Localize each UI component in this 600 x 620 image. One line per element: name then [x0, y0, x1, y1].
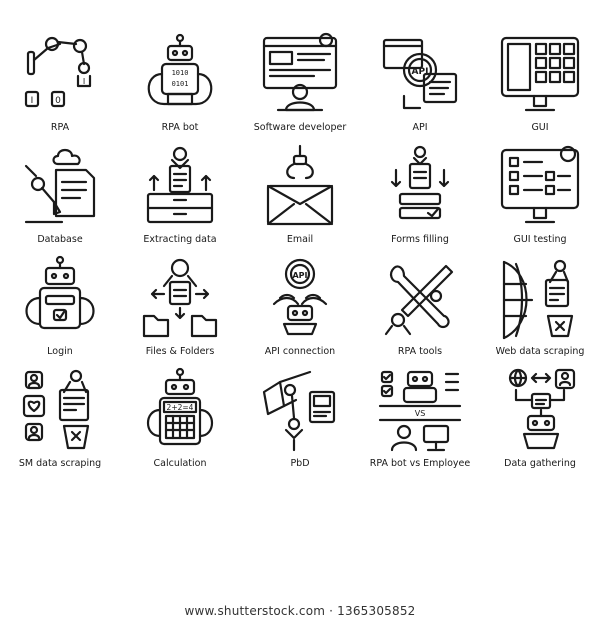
rpa-tools-icon — [384, 264, 454, 336]
icon-cell-login: Login — [0, 254, 120, 366]
rpa-bot-code-1: 1010 — [172, 69, 189, 77]
icon-label: RPA tools — [397, 346, 443, 357]
files-folders-icon — [142, 258, 218, 338]
icon-label: GUI — [531, 122, 549, 133]
icon-label: Extracting data — [143, 234, 217, 245]
rpa-bot-code-2: 0101 — [172, 80, 189, 88]
icon-label: Database — [37, 234, 83, 245]
api-icon: API — [382, 38, 458, 110]
icon-label: Calculation — [153, 458, 207, 469]
rpa-right-digit: I — [83, 77, 85, 86]
icon-label: RPA bot — [161, 122, 199, 133]
icon-cell-software-developer: Software developer — [240, 30, 360, 142]
icon-grid: I 0 I RPA 1010 0101 RPA bot — [0, 30, 600, 478]
icon-cell-database: Database — [0, 142, 120, 254]
rpa-bot-vs-employee-icon: VS — [378, 370, 462, 452]
icon-cell-extracting-data: Extracting data — [120, 142, 240, 254]
footer-bar — [0, 597, 600, 620]
icon-label: PbD — [290, 458, 310, 469]
api-connection-icon: API — [272, 258, 328, 336]
icon-label: SM data scraping — [18, 458, 102, 469]
login-icon — [25, 255, 95, 330]
extracting-data-icon — [146, 146, 214, 224]
api-badge-text: API — [412, 67, 429, 77]
icon-cell-api-connection: API API connection — [240, 254, 360, 366]
data-gathering-icon — [508, 368, 576, 450]
icon-cell-gui: GUI — [480, 30, 600, 142]
calculation-text: 2+2=4 — [167, 403, 194, 412]
icon-cell-email: Email — [240, 142, 360, 254]
icon-cell-data-gathering: Data gathering — [480, 366, 600, 478]
icon-cell-sm-data-scraping: SM data scraping — [0, 366, 120, 478]
software-developer-icon — [262, 32, 338, 112]
icon-cell-rpa: I 0 I RPA — [0, 30, 120, 142]
email-icon — [266, 144, 334, 226]
icon-label: Web data scraping — [495, 346, 585, 357]
icon-label: Login — [47, 346, 73, 357]
robot-arm-icon: I 0 I — [24, 36, 92, 108]
icon-cell-rpa-bot-vs-employee: VS RPA bot vs Employee — [360, 366, 480, 478]
icon-label: API — [412, 122, 428, 133]
rpa-left-digit: I — [31, 96, 34, 106]
web-data-scraping-icon — [502, 259, 574, 340]
forms-filling-icon — [390, 145, 450, 220]
icon-label: GUI testing — [513, 234, 567, 245]
gui-testing-icon — [500, 145, 580, 224]
icon-label: Data gathering — [504, 458, 576, 469]
database-icon — [24, 148, 96, 224]
icon-cell-forms-filling: Forms filling — [360, 142, 480, 254]
icon-label: RPA — [50, 122, 70, 133]
rpa-bot-icon: 1010 0101 — [147, 33, 213, 106]
icon-cell-rpa-bot: 1010 0101 RPA bot — [120, 30, 240, 142]
icon-cell-gui-testing: GUI testing — [480, 142, 600, 254]
icon-label: Software developer — [253, 122, 347, 133]
icon-cell-web-data-scraping: Web data scraping — [480, 254, 600, 366]
icon-cell-api: API API — [360, 30, 480, 142]
api-connection-badge-text: API — [292, 271, 307, 280]
icon-label: RPA bot vs Employee — [369, 458, 471, 469]
icon-label: Files & Folders — [145, 346, 215, 357]
pbd-icon — [262, 370, 336, 452]
icon-label: Forms filling — [391, 234, 449, 245]
watermark-text: www.shutterstock.com · 1365305852 — [184, 604, 416, 618]
icon-cell-rpa-tools: RPA tools — [360, 254, 480, 366]
calculation-icon: 2+2=4 — [146, 367, 214, 446]
gui-icon — [500, 36, 580, 112]
icon-label: Email — [286, 234, 314, 245]
vs-text: VS — [415, 409, 426, 418]
icon-cell-pbd: PbD — [240, 366, 360, 478]
icon-cell-calculation: 2+2=4 Calculation — [120, 366, 240, 478]
icon-cell-files-folders: Files & Folders — [120, 254, 240, 366]
sm-data-scraping-icon — [22, 369, 90, 450]
rpa-mid-digit: 0 — [55, 96, 61, 106]
icon-label: API connection — [264, 346, 336, 357]
